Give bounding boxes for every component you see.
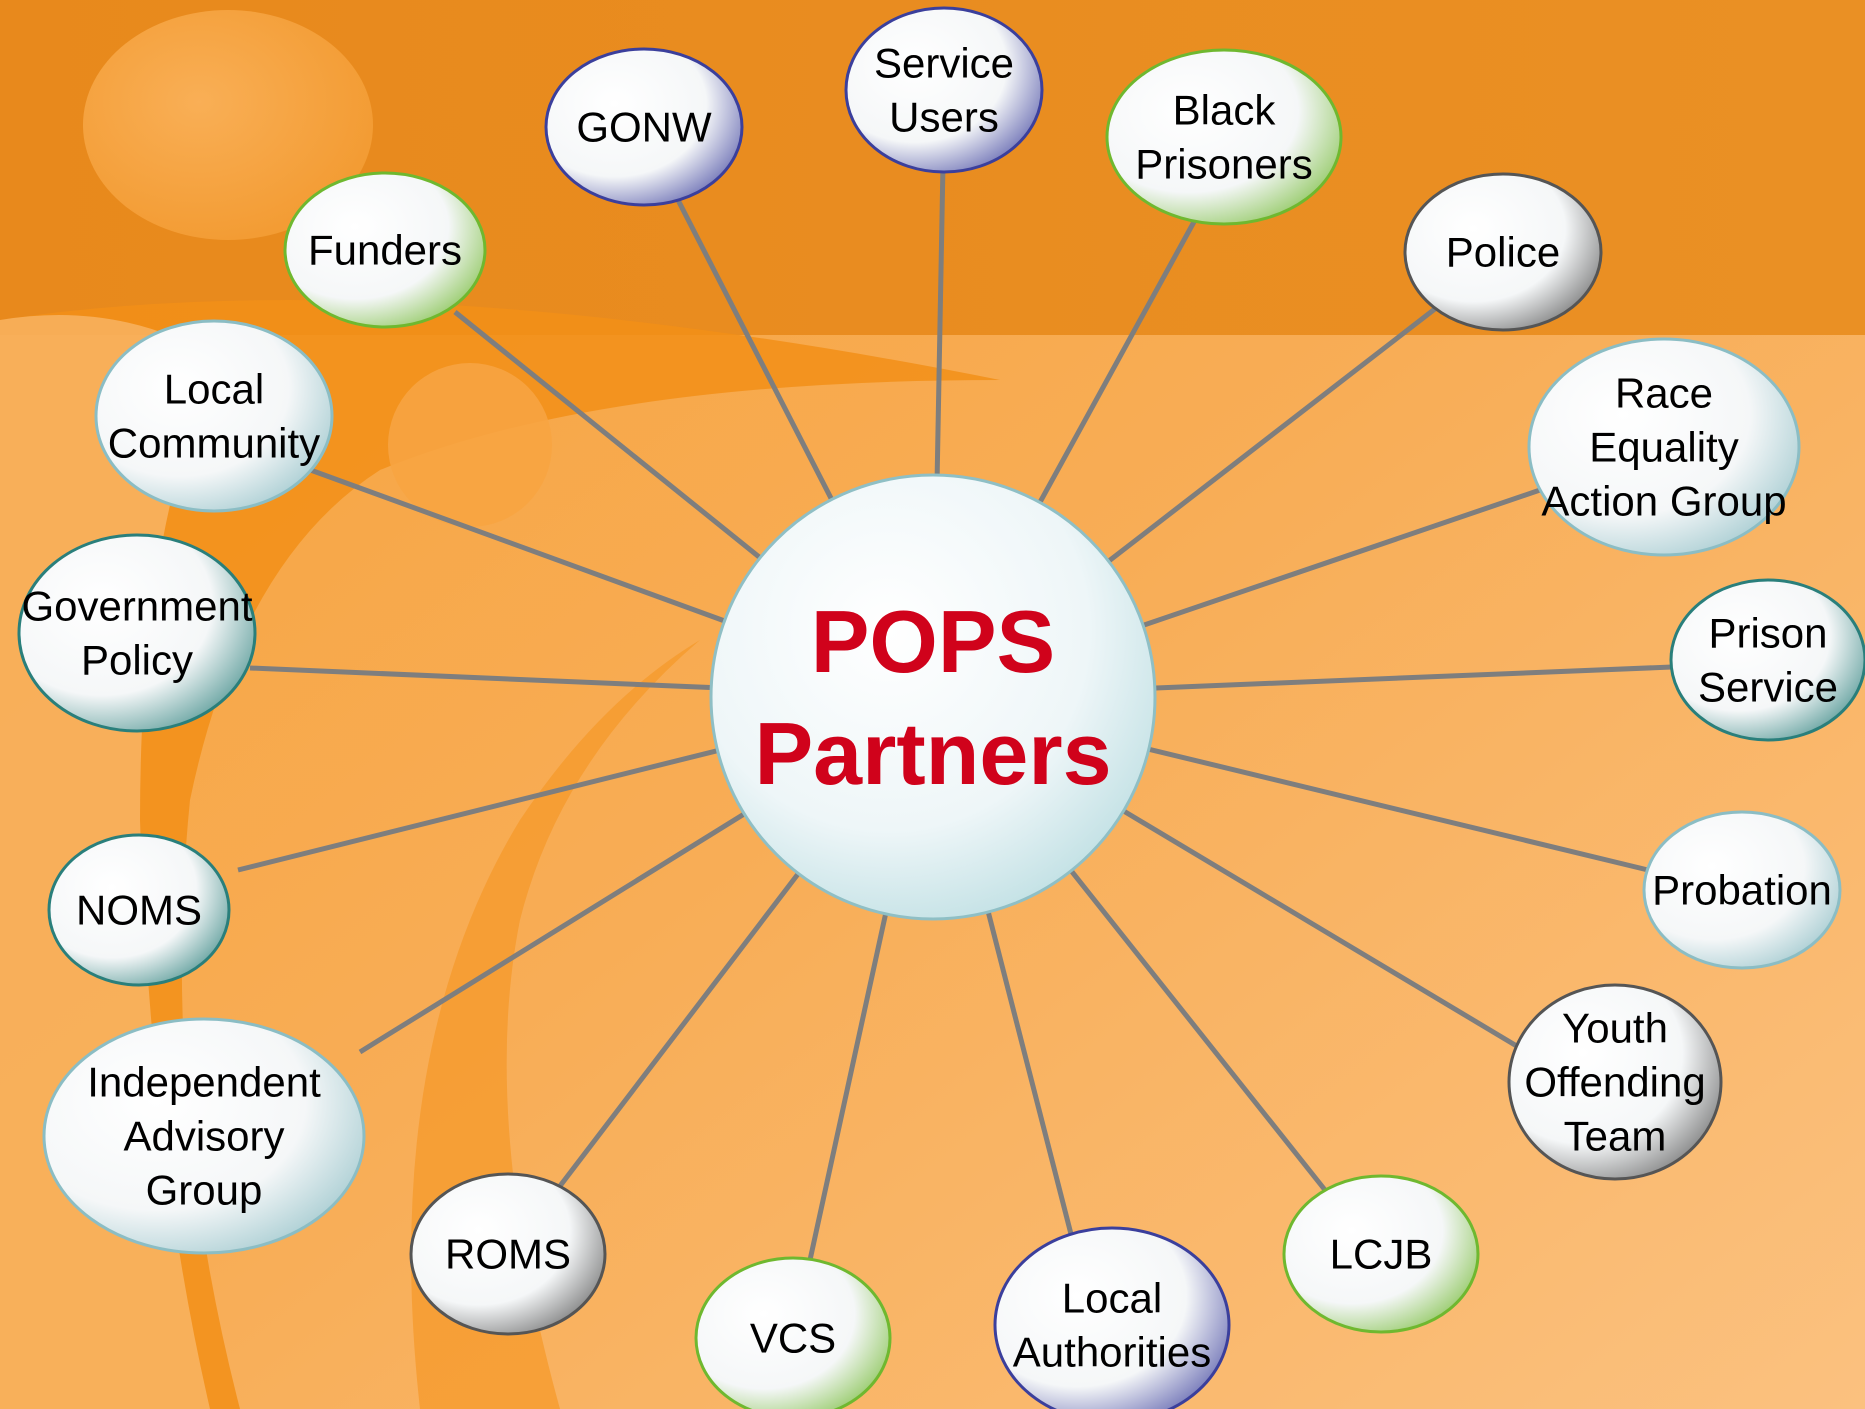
partner-lcjb[interactable]: LCJB [1282, 1174, 1480, 1334]
partner-probation-bubble [1642, 810, 1842, 970]
partner-race-equality-label: Equality [1589, 424, 1738, 471]
partner-gonw-bubble [544, 47, 744, 207]
partner-roms[interactable]: ROMS [409, 1172, 607, 1336]
connector-independent-advisory [358, 809, 750, 1055]
partner-funders-bubble [283, 171, 487, 329]
partner-noms-label: NOMS [76, 887, 202, 934]
partner-lcjb-bubble [1282, 1174, 1480, 1334]
partner-youth-offending-label: Youth [1562, 1005, 1668, 1052]
partner-vcs-label: VCS [750, 1315, 836, 1362]
partner-government-policy-label: Government [21, 583, 252, 630]
connector-local-community [304, 465, 730, 626]
background-swoosh [0, 300, 1000, 1409]
connector-lines [237, 163, 1673, 1261]
partner-local-authorities-label: Authorities [1013, 1329, 1211, 1376]
hub-circle [709, 473, 1157, 921]
connector-noms [237, 746, 724, 873]
hub-node: POPS Partners [709, 473, 1157, 921]
partner-black-prisoners-label: Black [1173, 87, 1277, 134]
partner-service-users-label: Service [874, 40, 1014, 87]
partner-prison-service-bubble [1669, 578, 1865, 742]
partner-independent-advisory-label: Advisory [123, 1113, 284, 1160]
connector-race-equality [1137, 487, 1541, 630]
partner-gonw-label: GONW [576, 104, 712, 151]
partner-race-equality-label: Action Group [1541, 478, 1786, 525]
partner-service-users-bubble [844, 6, 1044, 174]
partner-youth-offending-label: Offending [1524, 1059, 1705, 1106]
connector-probation [1143, 745, 1649, 873]
hub-label: POPS [811, 592, 1056, 691]
connector-prison-service [1149, 664, 1673, 691]
partner-vcs[interactable]: VCS [694, 1256, 892, 1409]
partner-noms[interactable]: NOMS [47, 833, 231, 987]
partner-prison-service-label: Service [1698, 664, 1838, 711]
connector-service-users [934, 163, 946, 481]
partner-police-label: Police [1446, 229, 1560, 276]
connector-vcs [807, 908, 890, 1261]
connector-black-prisoners [1035, 218, 1198, 509]
connector-youth-offending [1117, 806, 1522, 1051]
partner-government-policy-bubble [17, 533, 257, 733]
partner-roms-label: ROMS [445, 1231, 571, 1278]
partner-government-policy-label: Policy [81, 637, 193, 684]
connector-lcjb [1066, 865, 1327, 1192]
partner-independent-advisory-label: Group [146, 1167, 263, 1214]
partner-prison-service-label: Prison [1708, 610, 1827, 657]
partner-gonw[interactable]: GONW [544, 47, 744, 207]
partner-local-authorities-label: Local [1062, 1275, 1162, 1322]
partner-roms-bubble [409, 1172, 607, 1336]
background-figure-head-small [388, 363, 552, 527]
partner-local-community-label: Local [164, 366, 264, 413]
partner-lcjb-label: LCJB [1330, 1231, 1433, 1278]
partner-independent-advisory-bubble [42, 1017, 366, 1255]
connector-local-authorities [984, 906, 1075, 1239]
partner-independent-advisory-label: Independent [87, 1059, 321, 1106]
partner-funders[interactable]: Funders [283, 171, 487, 329]
connector-funders [453, 310, 766, 563]
connector-government-policy [249, 665, 717, 691]
partner-black-prisoners-label: Prisoners [1135, 141, 1312, 188]
connector-roms [558, 868, 804, 1188]
hub-label: Partners [754, 704, 1111, 803]
partner-local-authorities-bubble [993, 1226, 1231, 1409]
partner-vcs-bubble [694, 1256, 892, 1409]
partner-youth-offending-bubble [1507, 983, 1723, 1181]
partner-probation[interactable]: Probation [1642, 810, 1842, 970]
partner-police[interactable]: Police [1403, 172, 1603, 332]
partner-race-equality-bubble [1527, 337, 1801, 557]
partner-service-users-label: Users [889, 94, 999, 141]
background-figure-head [83, 10, 373, 240]
partner-noms-bubble [47, 833, 231, 987]
partner-funders-label: Funders [308, 227, 462, 274]
partner-race-equality-label: Race [1615, 370, 1713, 417]
partner-local-community-label: Community [108, 420, 320, 467]
partner-local-community-bubble [94, 319, 334, 513]
connector-police [1103, 303, 1442, 567]
partner-police-bubble [1403, 172, 1603, 332]
partner-black-prisoners-bubble [1105, 48, 1343, 226]
partner-youth-offending-label: Team [1564, 1113, 1667, 1160]
partner-probation-label: Probation [1652, 867, 1832, 914]
connector-gonw [675, 198, 837, 506]
